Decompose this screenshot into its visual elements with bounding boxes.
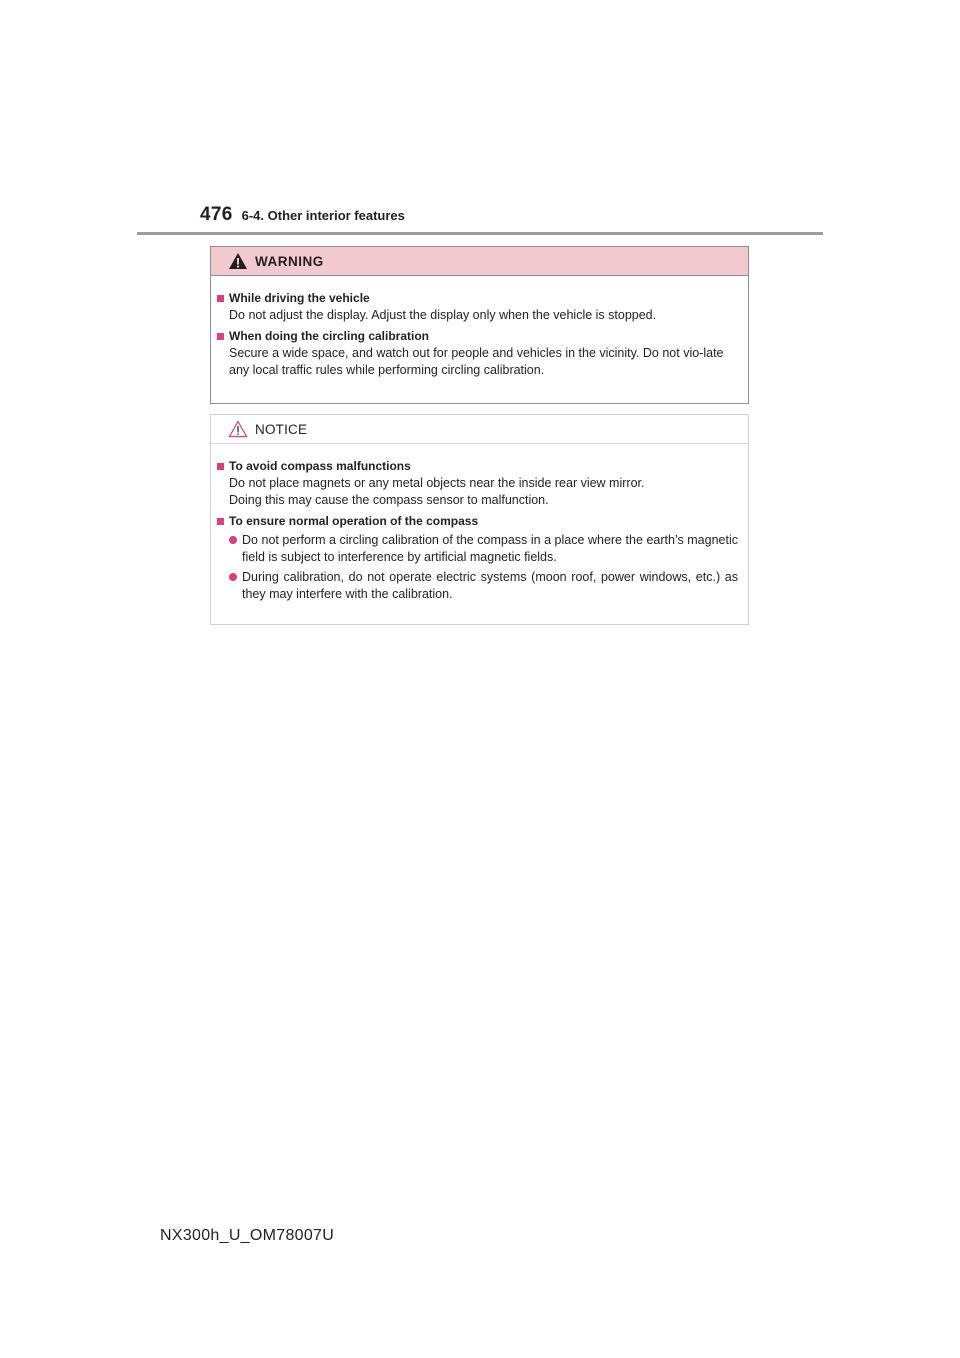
notice-item-title: To ensure normal operation of the compas…	[229, 514, 479, 528]
notice-header: NOTICE	[211, 415, 748, 444]
round-bullet-icon	[229, 573, 237, 581]
header-rule	[137, 232, 823, 235]
notice-sub-item: Do not perform a circling calibration of…	[217, 532, 738, 566]
notice-item: To avoid compass malfunctions Do not pla…	[217, 458, 738, 509]
notice-sub-text: During calibration, do not operate elect…	[242, 570, 738, 601]
notice-body: To avoid compass malfunctions Do not pla…	[211, 444, 748, 603]
page-header: 476 6-4. Other interior features	[200, 204, 405, 226]
caution-triangle-outline-icon	[228, 420, 248, 438]
warning-header: WARNING	[211, 247, 748, 276]
section-title: 6-4. Other interior features	[241, 208, 405, 223]
notice-label: NOTICE	[255, 421, 308, 437]
square-bullet-icon	[217, 518, 224, 525]
square-bullet-icon	[217, 295, 224, 302]
round-bullet-icon	[229, 536, 237, 544]
notice-item-text: Do not place magnets or any metal object…	[229, 476, 645, 490]
notice-item-text: Doing this may cause the compass sensor …	[229, 493, 549, 507]
warning-item-title: While driving the vehicle	[229, 291, 370, 305]
square-bullet-icon	[217, 333, 224, 340]
warning-item: While driving the vehicle Do not adjust …	[217, 290, 738, 324]
warning-label: WARNING	[255, 253, 324, 269]
warning-item-text: Secure a wide space, and watch out for p…	[229, 346, 724, 377]
warning-box: WARNING While driving the vehicle Do not…	[210, 246, 749, 404]
document-code: NX300h_U_OM78007U	[160, 1227, 335, 1244]
warning-item: When doing the circling calibration Secu…	[217, 328, 738, 379]
notice-sub-item: During calibration, do not operate elect…	[217, 569, 738, 603]
warning-triangle-icon	[228, 252, 248, 270]
notice-box: NOTICE To avoid compass malfunctions Do …	[210, 414, 749, 625]
notice-item-title: To avoid compass malfunctions	[229, 459, 411, 473]
warning-item-title: When doing the circling calibration	[229, 329, 430, 343]
warning-body: While driving the vehicle Do not adjust …	[211, 276, 748, 379]
square-bullet-icon	[217, 463, 224, 470]
notice-item: To ensure normal operation of the compas…	[217, 513, 738, 603]
page-number: 476	[200, 204, 233, 225]
notice-sub-text: Do not perform a circling calibration of…	[242, 533, 738, 564]
warning-item-text: Do not adjust the display. Adjust the di…	[229, 308, 657, 322]
